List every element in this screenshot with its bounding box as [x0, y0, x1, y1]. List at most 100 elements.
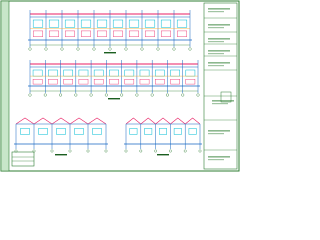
window — [32, 69, 43, 77]
grid-bubble — [120, 93, 124, 97]
window — [93, 79, 104, 85]
window — [139, 79, 150, 85]
window — [96, 19, 108, 28]
grid-bubble — [156, 47, 160, 51]
grid-bubble — [168, 149, 172, 153]
roof-truss — [155, 117, 171, 125]
title-block — [203, 2, 238, 170]
title-block-text-mark — [208, 53, 224, 55]
window — [124, 69, 135, 77]
window — [48, 19, 60, 28]
window — [112, 30, 123, 37]
grid-bubble — [86, 149, 90, 153]
grid-bubble — [140, 47, 144, 51]
window — [64, 30, 75, 37]
window — [63, 79, 73, 85]
grid-bubble — [124, 47, 128, 51]
title-block-text-mark — [208, 62, 230, 64]
title-block-text-mark — [208, 50, 230, 52]
section-panel-right — [124, 117, 202, 156]
title-block-text-mark — [208, 27, 224, 29]
window — [49, 30, 60, 37]
window — [63, 69, 74, 77]
title-block-text-mark — [208, 159, 224, 161]
grid-bubble — [188, 47, 192, 51]
section-opening — [20, 128, 30, 135]
window — [78, 69, 89, 77]
window — [128, 30, 139, 37]
section-opening — [92, 128, 102, 135]
window — [64, 19, 76, 28]
title-block-text-mark — [208, 65, 224, 67]
roof-truss — [140, 117, 156, 125]
roof-truss — [87, 117, 107, 125]
drawing-title-mark — [108, 98, 120, 100]
window — [144, 30, 155, 37]
window — [93, 69, 104, 77]
window — [160, 30, 171, 37]
grid-bubble — [76, 47, 80, 51]
window — [33, 30, 44, 37]
window — [112, 19, 124, 28]
title-block-frame — [203, 2, 238, 170]
title-block-text-mark — [208, 130, 230, 132]
window — [109, 69, 119, 77]
section-opening — [56, 128, 66, 135]
window — [32, 79, 43, 85]
grid-bubble — [59, 93, 63, 97]
section-opening — [129, 128, 138, 135]
title-block-text-mark — [208, 8, 230, 10]
grid-bubble — [28, 93, 32, 97]
title-block-text-mark — [208, 133, 224, 135]
section-opening — [144, 128, 153, 135]
roof-truss — [51, 117, 71, 125]
cad-drawing-sheet — [0, 0, 240, 172]
drawing-title-mark — [157, 154, 169, 156]
section-panel-left — [14, 117, 108, 156]
grid-bubble — [43, 93, 47, 97]
roof-truss — [170, 117, 186, 125]
window — [80, 30, 91, 37]
window — [96, 30, 107, 37]
grid-bubble — [104, 93, 108, 97]
window — [170, 79, 180, 85]
window — [80, 19, 92, 28]
section-opening — [159, 128, 167, 135]
title-block-text-mark — [212, 103, 228, 105]
section-opening — [173, 128, 182, 135]
roof-truss — [69, 117, 89, 125]
drawing-title-mark — [55, 154, 67, 156]
grid-bubble — [108, 47, 112, 51]
section-opening — [74, 128, 84, 135]
grid-bubble — [181, 93, 185, 97]
grid-bubble — [68, 149, 72, 153]
section-opening — [188, 128, 197, 135]
grid-bubble — [196, 93, 200, 97]
window — [155, 79, 165, 85]
grid-bubble — [172, 47, 176, 51]
roof-truss — [125, 117, 141, 125]
grid-bubble — [165, 93, 169, 97]
title-block-text-mark — [208, 156, 230, 158]
grid-bubble — [89, 93, 93, 97]
window — [154, 69, 165, 77]
elevation-panel-2 — [28, 60, 200, 100]
window — [78, 79, 89, 85]
elevation-panel-1 — [28, 10, 192, 54]
grid-bubble — [135, 93, 139, 97]
title-block-text-mark — [208, 24, 230, 26]
grid-bubble — [104, 149, 108, 153]
grid-bubble — [28, 47, 32, 51]
window — [160, 19, 172, 28]
grid-bubble — [183, 149, 187, 153]
section-opening — [38, 128, 48, 135]
window — [48, 69, 58, 77]
grid-bubble — [92, 47, 96, 51]
window — [109, 79, 119, 85]
grid-bubble — [44, 47, 48, 51]
grid-bubble — [50, 149, 54, 153]
window — [144, 19, 156, 28]
grid-bubble — [150, 93, 154, 97]
grid-bubble — [198, 149, 202, 153]
window — [185, 79, 196, 85]
